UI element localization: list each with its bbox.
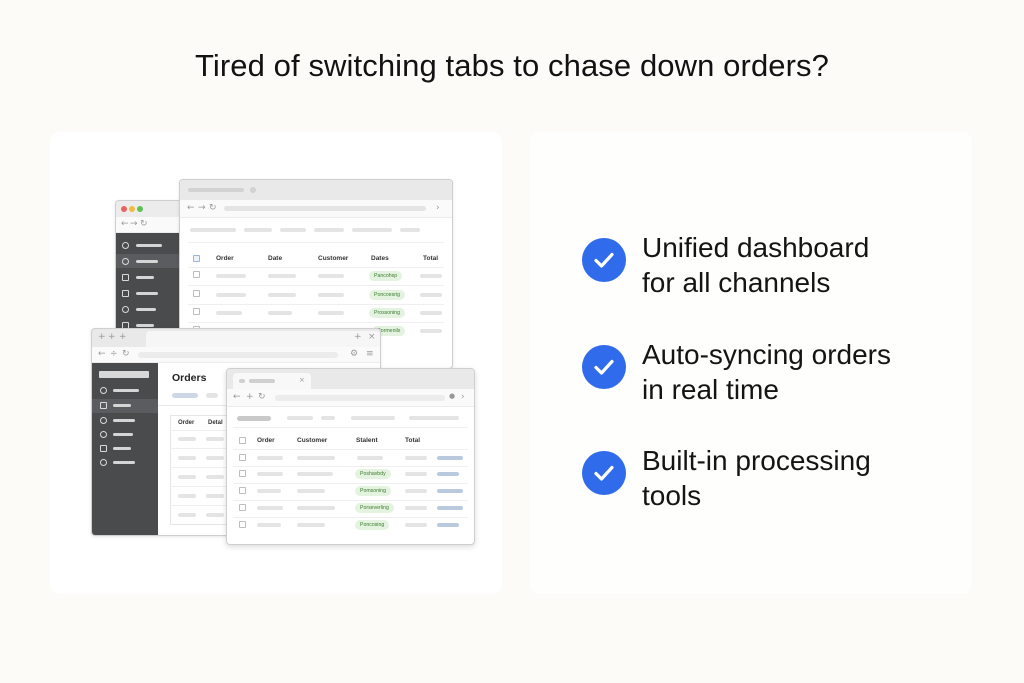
- window-orders-front: × ← + ↻ ● › Order Customer Stalent Total…: [226, 368, 475, 545]
- col-header-total: Total: [405, 437, 421, 444]
- back-arrow-icon[interactable]: ←: [187, 203, 195, 213]
- col-header-order: Order: [178, 420, 195, 426]
- col-header-total: Total: [423, 255, 439, 262]
- chevron-right-icon[interactable]: ›: [461, 392, 465, 402]
- forward-arrow-icon[interactable]: +: [246, 392, 254, 402]
- check-circle-icon: [582, 345, 626, 389]
- status-badge: Porseverling: [355, 503, 394, 513]
- status-badge: Prossoning: [369, 308, 405, 318]
- back-arrow-icon[interactable]: ←: [98, 349, 106, 359]
- tab-inactive[interactable]: [206, 393, 218, 398]
- status-badge: Pomsoning: [355, 486, 391, 496]
- feature-line: tools: [642, 480, 702, 511]
- address-bar[interactable]: [138, 352, 338, 358]
- col-header-order: Order: [216, 255, 234, 262]
- back-arrow-icon[interactable]: ←: [233, 392, 241, 402]
- feature-line: Auto-syncing orders: [642, 339, 892, 370]
- feature-text: Auto-syncing orders in real time: [642, 337, 891, 407]
- orders-icon[interactable]: [122, 258, 129, 265]
- dashboard-icon[interactable]: [122, 242, 129, 249]
- check-circle-icon: [582, 238, 626, 282]
- headline: Tired of switching tabs to chase down or…: [194, 48, 829, 83]
- status-badge: Pancohsp: [369, 271, 403, 281]
- col-header-date: Date: [268, 255, 283, 262]
- more-icon[interactable]: +: [354, 332, 362, 342]
- reload-icon[interactable]: ↻: [122, 349, 130, 359]
- col-header-customer: Customer: [297, 437, 328, 444]
- close-tab-icon[interactable]: ×: [368, 332, 376, 342]
- feature-text: Built-in processing tools: [642, 443, 871, 513]
- chevron-right-icon[interactable]: ›: [436, 203, 440, 213]
- col-header-customer: Customer: [318, 255, 349, 262]
- address-bar[interactable]: [224, 206, 426, 211]
- dashboard-icon[interactable]: [100, 387, 107, 394]
- back-arrow-icon[interactable]: ←: [121, 219, 129, 229]
- menu-icon[interactable]: ≡: [366, 349, 374, 359]
- history-icon[interactable]: [122, 306, 129, 313]
- settings-icon[interactable]: ⚙: [350, 349, 359, 359]
- forward-arrow-icon[interactable]: →: [130, 219, 138, 229]
- address-bar[interactable]: [275, 395, 445, 401]
- reload-icon[interactable]: ↻: [140, 219, 148, 229]
- status-badge: Poncosing: [355, 520, 390, 530]
- status-badge: Rormenils: [372, 326, 406, 336]
- forward-arrow-icon[interactable]: ÷: [110, 349, 118, 359]
- maximize-dot: [137, 206, 143, 212]
- col-header-dates: Dates: [371, 255, 389, 262]
- page-title: Orders: [172, 372, 207, 384]
- status-badge: Poncoesrig: [369, 290, 405, 300]
- col-header-order: Order: [257, 437, 275, 444]
- close-tab-icon[interactable]: ×: [299, 376, 305, 384]
- forward-arrow-icon[interactable]: →: [198, 203, 206, 213]
- products-icon[interactable]: [122, 274, 129, 281]
- settings-icon[interactable]: ●: [449, 392, 456, 400]
- customers-icon[interactable]: [122, 290, 129, 297]
- add-tab-icon[interactable]: +: [98, 332, 106, 342]
- feature-item: Auto-syncing orders in real time: [582, 337, 942, 407]
- col-header-detail: Detal: [208, 420, 223, 426]
- history-icon[interactable]: [100, 417, 107, 424]
- add-tab-icon[interactable]: +: [108, 332, 116, 342]
- clock-icon[interactable]: [100, 459, 107, 466]
- reports-icon[interactable]: [100, 445, 107, 452]
- reload-icon[interactable]: ↻: [258, 392, 266, 402]
- feature-line: Unified dashboard: [642, 232, 870, 263]
- feature-text: Unified dashboard for all channels: [642, 230, 869, 300]
- check-circle-icon: [582, 451, 626, 495]
- col-header-status: Stalent: [356, 437, 378, 444]
- close-dot: [121, 206, 127, 212]
- reload-icon[interactable]: ↻: [209, 203, 217, 213]
- feature-line: for all channels: [642, 267, 831, 298]
- feature-line: in real time: [642, 374, 779, 405]
- feature-line: Built-in processing: [642, 445, 871, 476]
- feature-item: Built-in processing tools: [582, 443, 942, 513]
- tab-active[interactable]: [172, 393, 198, 398]
- status-badge: Poshavbdy: [355, 469, 391, 479]
- settings-icon[interactable]: [100, 431, 107, 438]
- add-tab-icon[interactable]: +: [119, 332, 127, 342]
- feature-item: Unified dashboard for all channels: [582, 230, 942, 300]
- minimize-dot: [129, 206, 135, 212]
- orders-icon[interactable]: [100, 402, 107, 409]
